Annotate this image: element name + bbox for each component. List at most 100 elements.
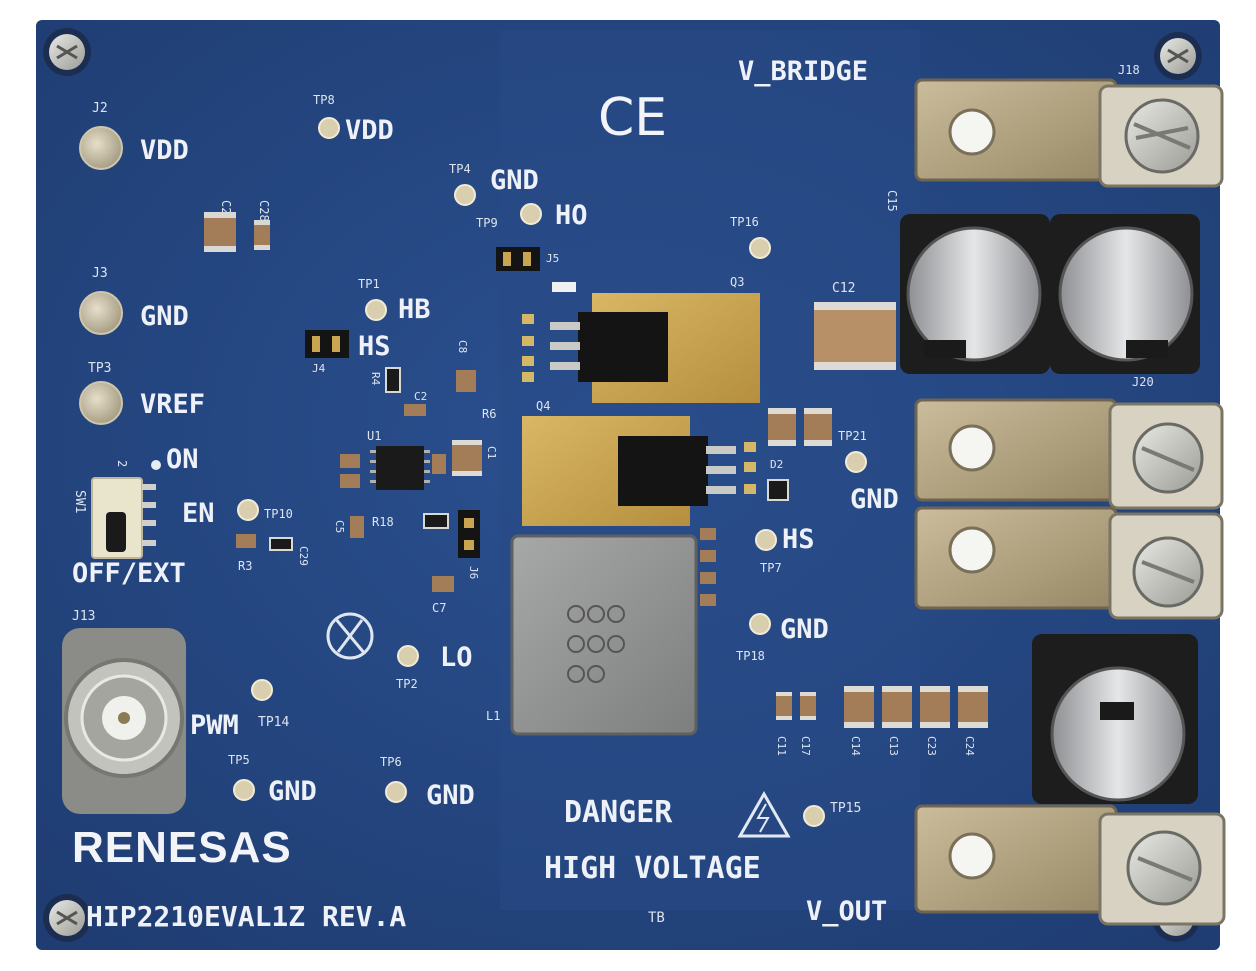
j20-power-terminal-lower[interactable] — [914, 506, 1224, 620]
tp8-pad[interactable] — [318, 117, 340, 139]
q4-mosfet — [618, 436, 708, 506]
tp9-pad[interactable] — [520, 203, 542, 225]
tp4-pad[interactable] — [454, 184, 476, 206]
tp21-net-label: GND — [850, 484, 899, 515]
c15-electrolytic-capacitor-right — [1050, 214, 1200, 374]
c5-capacitor — [350, 516, 364, 538]
tp5-pad[interactable] — [233, 779, 255, 801]
c29-label: C29 — [297, 546, 310, 566]
tp15-label: TP15 — [830, 801, 861, 816]
tp1-label: TP1 — [358, 277, 380, 291]
tp5-label: TP5 — [228, 753, 250, 767]
c14-label: C14 — [849, 736, 862, 756]
sw1-off-ext-label: OFF/EXT — [72, 558, 186, 589]
u1-label: U1 — [367, 429, 381, 443]
j4-header[interactable] — [305, 330, 349, 358]
renesas-logo: RENESAS — [72, 823, 292, 872]
output-mlcc-bank — [776, 686, 988, 728]
c12-capacitor — [814, 302, 896, 370]
c21-capacitor — [204, 212, 236, 252]
d2-label: D2 — [770, 458, 783, 471]
tp10-pad[interactable] — [237, 499, 259, 521]
j18-label: J18 — [1118, 63, 1140, 77]
c13-label: C13 — [887, 736, 900, 756]
c15-electrolytic-capacitor-left — [900, 214, 1050, 374]
mounting-hole-top-left — [43, 28, 91, 76]
c23-label: C23 — [925, 736, 938, 756]
j13-bnc-connector[interactable] — [62, 628, 186, 814]
output-electrolytic-capacitor — [1032, 634, 1198, 804]
danger-label: DANGER — [564, 795, 673, 830]
c7-label: C7 — [432, 601, 446, 615]
tp16-pad[interactable] — [749, 237, 771, 259]
j3-net-label: GND — [140, 301, 189, 332]
j3-label: J3 — [92, 266, 108, 281]
tp4-net-label: GND — [490, 165, 539, 196]
j5-header[interactable] — [496, 247, 540, 271]
esd-warning-symbol — [326, 612, 374, 660]
j3-pad[interactable] — [79, 291, 123, 335]
c1-label: C1 — [485, 446, 498, 459]
sw1-label: SW1 — [72, 490, 87, 513]
tp5-net-label: GND — [268, 776, 317, 807]
tp3-pad[interactable] — [79, 381, 123, 425]
tp7-net-label: HS — [782, 524, 815, 555]
tp18-pad[interactable] — [749, 613, 771, 635]
tp6-pad[interactable] — [385, 781, 407, 803]
r18-label: R18 — [372, 515, 394, 529]
j6-header[interactable] — [458, 510, 480, 558]
r18-resistor — [423, 513, 449, 529]
tp14-pad[interactable] — [251, 679, 273, 701]
j4-label: J4 — [312, 362, 326, 375]
j2-pad[interactable] — [79, 126, 123, 170]
l1-inductor — [510, 534, 698, 736]
l1-label: L1 — [486, 709, 500, 723]
tp2-pad[interactable] — [397, 645, 419, 667]
j5-label: J5 — [546, 252, 559, 265]
c8-label: C8 — [456, 340, 469, 353]
c28-capacitor — [254, 220, 270, 250]
c2-capacitor — [404, 404, 426, 416]
sw1-pin-number: 2 — [115, 460, 129, 467]
tp7-pad[interactable] — [755, 529, 777, 551]
tp8-net-label: VDD — [345, 115, 394, 146]
tp4-label: TP4 — [449, 162, 471, 176]
high-voltage-warning-icon — [737, 790, 791, 838]
sw1-actuator[interactable] — [106, 512, 126, 552]
tp6-label: TP6 — [380, 755, 402, 769]
c1-capacitor — [452, 440, 482, 476]
q3-label: Q3 — [730, 275, 744, 289]
tp1-pad[interactable] — [365, 299, 387, 321]
tp15-pad[interactable] — [803, 805, 825, 827]
v-out-power-terminal[interactable] — [914, 804, 1226, 926]
j18-power-terminal[interactable] — [914, 78, 1224, 188]
r4-label: R4 — [369, 372, 382, 386]
ce-mark: CE — [598, 88, 667, 148]
tp21-pad[interactable] — [845, 451, 867, 473]
j20-power-terminal-upper[interactable] — [914, 398, 1224, 510]
c2-label: C2 — [414, 390, 427, 403]
board-name-label: HIP2210EVAL1Z REV.A — [86, 900, 406, 933]
q4-label: Q4 — [536, 399, 550, 413]
tp7-label: TP7 — [760, 561, 782, 575]
q3-mosfet — [578, 312, 668, 382]
l1-marking — [567, 605, 625, 683]
j20-label: J20 — [1132, 375, 1154, 389]
c7-capacitor — [432, 576, 454, 592]
tp3-label: TP3 — [88, 361, 111, 376]
sw1-on-label: ON — [166, 444, 199, 475]
mounting-hole-bottom-left — [43, 894, 91, 942]
r3-resistor — [269, 537, 293, 551]
c15-label: C15 — [885, 190, 899, 212]
mounting-hole-top-right — [1154, 32, 1202, 80]
tp2-net-label: LO — [440, 642, 473, 673]
tp16-label: TP16 — [730, 215, 759, 229]
tp9-net-label: HO — [555, 200, 588, 231]
hs-left-label: HS — [358, 331, 391, 362]
r6-label: R6 — [482, 407, 496, 421]
tp21-label: TP21 — [838, 429, 867, 443]
tp1-net-label: HB — [398, 294, 431, 325]
snubber-capacitor-1 — [768, 408, 796, 446]
bottom-mark: TB — [648, 910, 665, 926]
